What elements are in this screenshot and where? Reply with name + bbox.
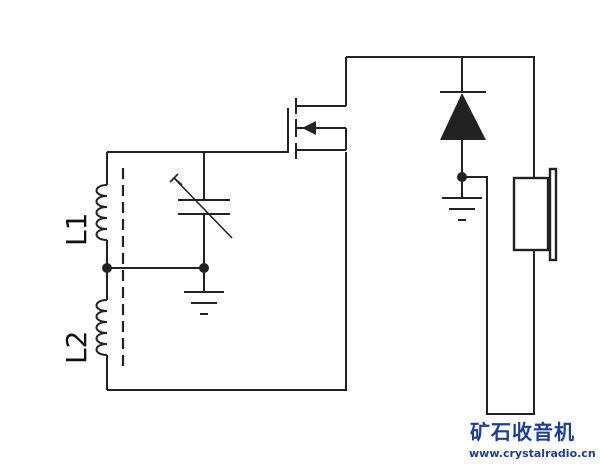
mosfet-transistor — [287, 57, 347, 159]
inductor-l1 — [95, 152, 108, 268]
ground-symbol-right — [442, 177, 482, 221]
watermark-brand: 矿石收音机 — [470, 420, 575, 444]
ground-symbol-left — [184, 268, 224, 315]
watermark-url: www.crystalradio.cn — [469, 447, 596, 460]
inductor-l2 — [95, 268, 108, 390]
wire-top-rail — [346, 56, 535, 415]
label-l2: L2 — [60, 331, 93, 364]
label-l1: L1 — [60, 213, 93, 246]
wire-return — [107, 152, 347, 391]
junction-node-coil-tap — [102, 263, 112, 273]
earphone-symbol — [512, 167, 558, 262]
wire-gate — [107, 110, 289, 153]
variable-capacitor — [169, 152, 233, 268]
